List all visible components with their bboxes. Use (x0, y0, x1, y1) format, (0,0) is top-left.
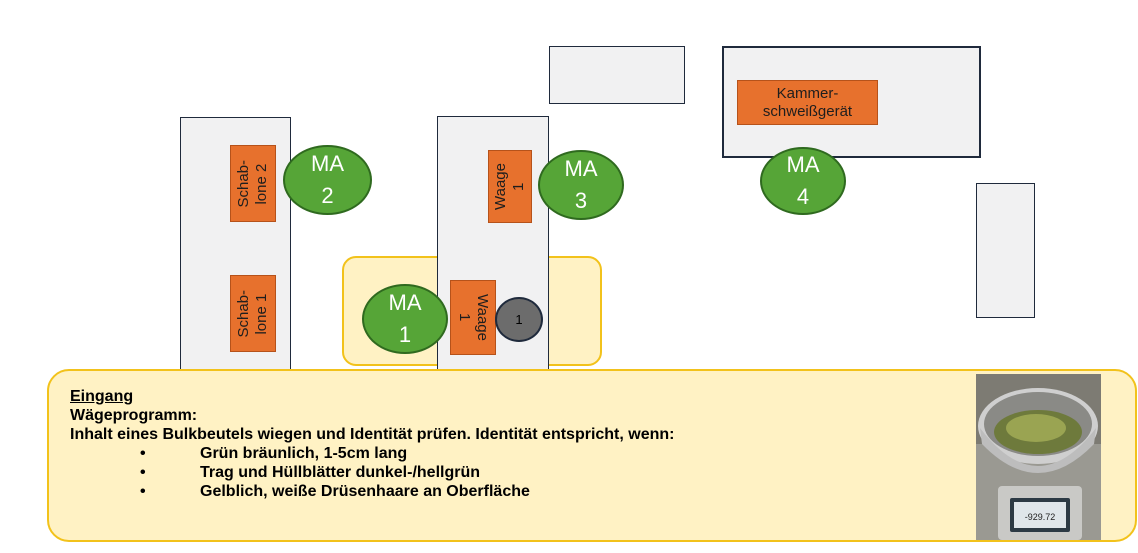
worker-ma3-line2: 3 (574, 188, 588, 213)
scale-photo-illustration: -929.72 (976, 374, 1101, 540)
info-panel (47, 369, 1137, 542)
scale-photo: -929.72 (976, 374, 1101, 540)
schablone-1-label: Schab- lone 1 (235, 289, 270, 338)
bullet-text-3: Gelblich, weiße Drüsenhaare an Oberfläch… (200, 483, 530, 500)
waage-1-top-device: Waage 1 (488, 150, 532, 223)
worker-ma3-line1: MA (564, 156, 598, 181)
bullet-symbol: • (140, 483, 146, 500)
bullet-item-1: • Grün bräunlich, 1-5cm lang (70, 444, 970, 463)
kammerschweissgeraet-device: Kammer- schweißgerät (737, 80, 878, 125)
worker-ma2-line1: MA (311, 151, 344, 176)
waage-1-bottom-device: Waage 1 (450, 280, 496, 355)
kammerschweissgeraet-label: Kammer- schweißgerät (762, 84, 853, 120)
schablone-2-device: Schab- lone 2 (230, 145, 276, 222)
position-marker: 1 (495, 297, 543, 342)
schablone-1-device: Schab- lone 1 (230, 275, 276, 352)
schablone-2-label: Schab- lone 2 (235, 159, 270, 208)
waage-1-bottom-label: Waage 1 (456, 294, 491, 341)
bullet-item-2: • Trag und Hüllblätter dunkel-/hellgrün (70, 463, 970, 482)
bullet-symbol: • (140, 445, 146, 462)
scale-display-value: -929.72 (1025, 512, 1056, 522)
bullet-symbol: • (140, 464, 146, 481)
waage-1-top-label: Waage 1 (492, 163, 527, 210)
worker-ma2-line2: 2 (321, 183, 334, 208)
shelf-right (976, 183, 1035, 318)
worker-ma1: MA 1 (362, 284, 448, 354)
info-text-block: Eingang Wägeprogramm: Inhalt eines Bulkb… (70, 387, 970, 501)
worker-ma1-line2: 1 (398, 322, 412, 347)
info-description: Inhalt eines Bulkbeutels wiegen und Iden… (70, 426, 675, 443)
shelf-top (549, 46, 685, 104)
bullet-text-2: Trag und Hüllblätter dunkel-/hellgrün (200, 464, 481, 481)
worker-ma4: MA 4 (760, 147, 846, 215)
worker-ma4-line1: MA (786, 152, 820, 177)
info-heading: Eingang (70, 388, 134, 405)
position-marker-label: 1 (515, 312, 523, 327)
worker-ma2: MA 2 (283, 145, 372, 215)
bullet-text-1: Grün bräunlich, 1-5cm lang (200, 445, 408, 462)
worker-ma4-line2: 4 (796, 184, 810, 209)
worker-ma3: MA 3 (538, 150, 624, 220)
worker-ma1-line1: MA (388, 290, 422, 315)
info-program: Wägeprogramm: (70, 407, 198, 424)
bullet-item-3: • Gelblich, weiße Drüsenhaare an Oberflä… (70, 482, 970, 501)
